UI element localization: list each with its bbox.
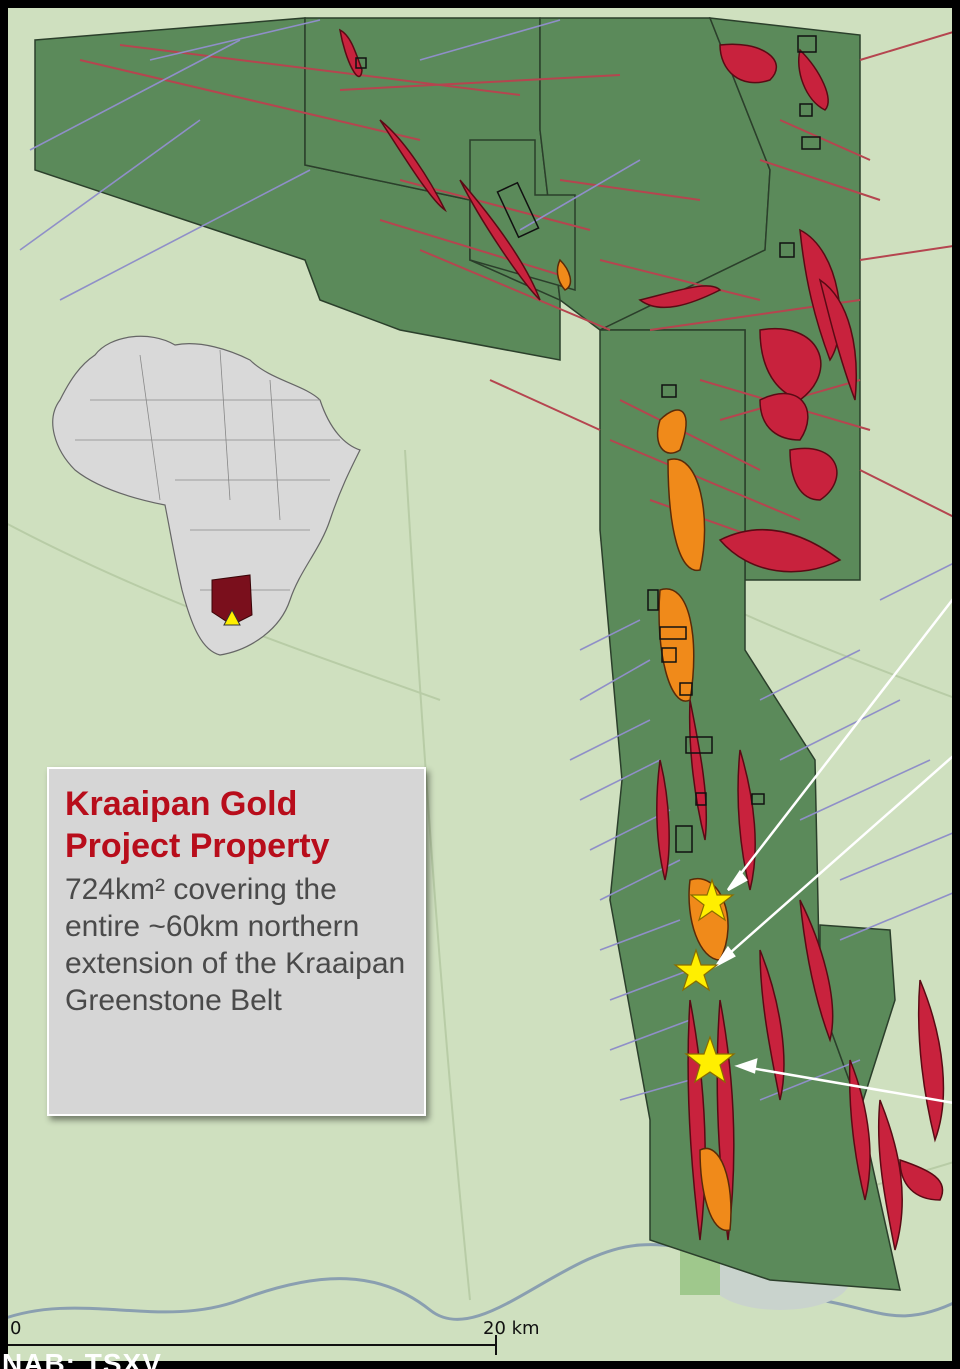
africa-inset	[52, 335, 361, 656]
scale-end-label: 20 km	[483, 1318, 540, 1339]
triangle-marker-icon	[223, 608, 241, 626]
callout-title-line1: Kraaipan Gold	[65, 785, 298, 823]
ironstone-units	[339, 28, 945, 1251]
scale-start-label: 0	[10, 1318, 22, 1339]
prospect-boxes	[355, 35, 821, 853]
property-callout: Kraaipan Gold Project Property 724km² co…	[47, 767, 426, 1116]
callout-title-line2: Project Property	[65, 827, 330, 865]
arrow-icon	[713, 589, 960, 1106]
fault-lines	[79, 29, 960, 561]
botswana-highlight	[211, 574, 253, 626]
ticker-text: NAB: TSXV	[2, 1348, 162, 1369]
star-icon[interactable]	[673, 878, 736, 1084]
callout-description: 724km² covering the entire ~60km norther…	[65, 873, 406, 1017]
